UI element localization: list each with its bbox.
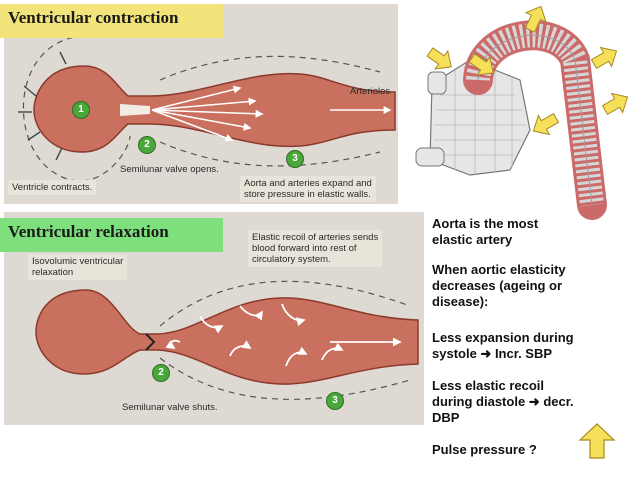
step-badge-2-bottom: 2	[152, 364, 170, 382]
semilunar-shuts-label: Semilunar valve shuts.	[122, 402, 218, 413]
aorta-note-line-1: Aorta is the most	[432, 216, 539, 231]
elasticity-note-line-3: disease):	[432, 294, 489, 309]
recoil-line-3: circulatory system.	[252, 254, 331, 265]
aorta-note-line-2: elastic artery	[432, 232, 513, 247]
aorta-expand-label: Aorta and arteries expand and store pres…	[240, 176, 376, 202]
isovolumic-line-1: Isovolumic ventricular	[32, 256, 124, 267]
isovolumic-label: Isovolumic ventricular relaxation	[28, 254, 128, 280]
diastole-note-line-1: Less elastic recoil	[432, 378, 545, 393]
systole-note: Less expansion during systole ➜ Incr. SB…	[432, 330, 630, 362]
systole-note-line-1: Less expansion during	[432, 330, 574, 345]
dbp-text: DBP	[432, 410, 460, 425]
elasticity-note-line-1: When aortic elasticity	[432, 262, 566, 277]
systole-note-line-2: systole ➜ Incr. SBP	[432, 346, 630, 362]
right-arrow-icon: ➜	[528, 394, 540, 409]
relaxation-title: Ventricular relaxation	[0, 218, 223, 252]
incr-sbp-text: Incr. SBP	[491, 346, 553, 361]
aorta-note: Aorta is the most elastic artery	[432, 216, 630, 248]
decr-text: decr.	[539, 394, 574, 409]
diastole-note: Less elastic recoil during diastole ➜ de…	[432, 378, 630, 426]
relaxation-vessel	[35, 280, 419, 400]
expansion-arrows	[426, 5, 629, 136]
contraction-title: Ventricular contraction	[0, 4, 223, 38]
step-badge-1: 1	[72, 101, 90, 119]
step-badge-3: 3	[286, 150, 304, 168]
right-arrow-icon: ➜	[480, 346, 492, 361]
diastole-note-text: during diastole	[432, 394, 529, 409]
semilunar-opens-label: Semilunar valve opens.	[120, 164, 219, 175]
step-badge-2: 2	[138, 136, 156, 154]
ventricle-contracts-label: Ventricle contracts.	[8, 180, 97, 195]
elastic-recoil-label: Elastic recoil of arteries sends blood f…	[248, 230, 383, 267]
arterioles-label: Arterioles	[350, 86, 391, 97]
isovolumic-line-2: relaxation	[32, 267, 74, 278]
diastole-note-line-2: during diastole ➜ decr.	[432, 394, 630, 410]
pulse-pressure-note: Pulse pressure ?	[432, 442, 537, 457]
recoil-line-1: Elastic recoil of arteries sends	[252, 232, 379, 243]
contraction-vessel	[18, 35, 396, 182]
elasticity-note-line-2: decreases (ageing or	[432, 278, 563, 293]
aorta-expand-line-2: store pressure in elastic walls.	[244, 189, 371, 200]
elasticity-note: When aortic elasticity decreases (ageing…	[432, 262, 630, 310]
step-badge-3-bottom: 3	[326, 392, 344, 410]
aorta-expand-line-1: Aorta and arteries expand and	[244, 178, 372, 189]
systole-note-text: systole	[432, 346, 481, 361]
recoil-line-2: blood forward into rest of	[252, 243, 357, 254]
